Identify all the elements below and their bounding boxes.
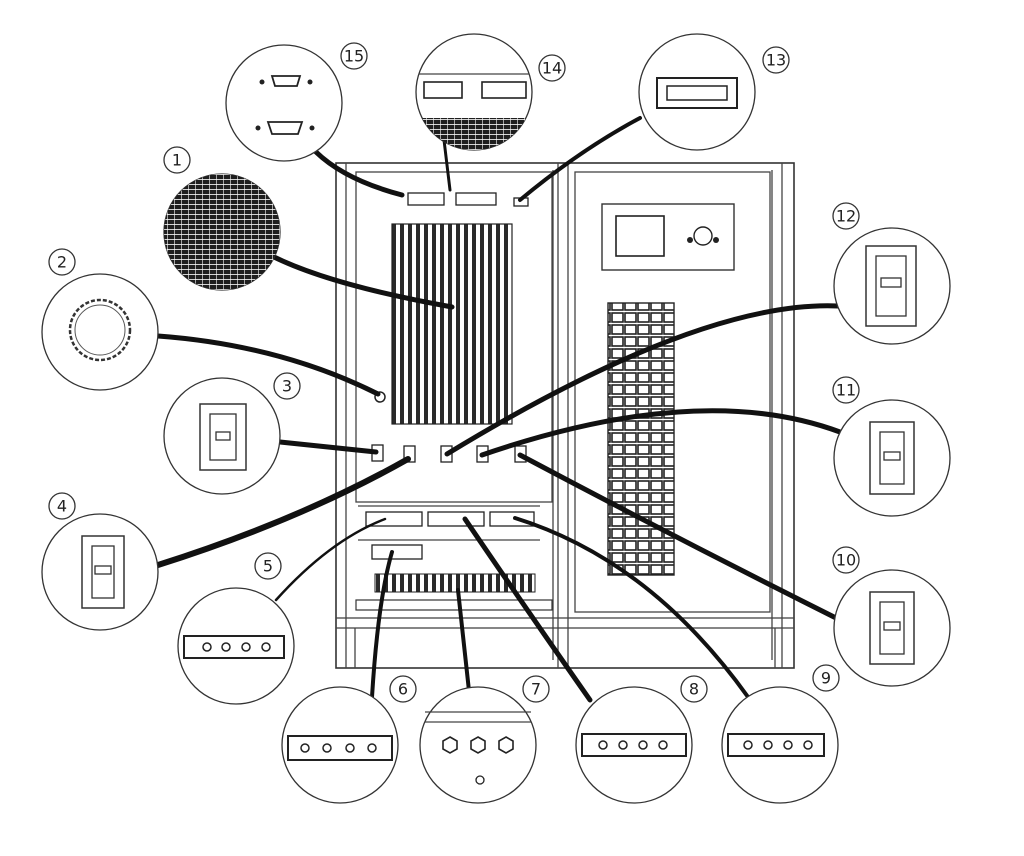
detail-circle-14 bbox=[415, 33, 533, 151]
badge-10: 10 bbox=[832, 546, 860, 574]
leader-lines bbox=[155, 116, 843, 703]
badge-15: 15 bbox=[340, 42, 368, 70]
callout-number-15: 15 bbox=[344, 47, 364, 66]
detail-circle-12 bbox=[833, 227, 951, 345]
top-connector-left bbox=[407, 192, 445, 206]
detail-circle-15 bbox=[225, 44, 343, 162]
callout-number-1: 1 bbox=[172, 151, 182, 170]
detail-circle-6 bbox=[281, 686, 399, 804]
detail-circle-2 bbox=[41, 273, 159, 391]
detail-circle-1 bbox=[163, 173, 281, 291]
detail-circle-10 bbox=[833, 569, 951, 687]
badge-8: 8 bbox=[680, 675, 708, 703]
ventilation-grille bbox=[391, 223, 513, 425]
callout-number-12: 12 bbox=[836, 207, 856, 226]
badge-12: 12 bbox=[832, 202, 860, 230]
top-connector-right bbox=[455, 192, 497, 206]
callout-number-6: 6 bbox=[398, 680, 408, 699]
callout-number-7: 7 bbox=[531, 680, 541, 699]
badge-7: 7 bbox=[522, 675, 550, 703]
detail-circle-5 bbox=[177, 587, 295, 705]
badge-5: 5 bbox=[254, 552, 282, 580]
badge-9: 9 bbox=[812, 664, 840, 692]
right-grille bbox=[607, 302, 675, 576]
badge-14: 14 bbox=[538, 54, 566, 82]
detail-circle-9 bbox=[721, 686, 839, 804]
callout-number-14: 14 bbox=[542, 59, 562, 78]
detail-circle-7 bbox=[419, 686, 537, 804]
callout-number-13: 13 bbox=[766, 51, 786, 70]
callout-number-5: 5 bbox=[263, 557, 273, 576]
badge-3: 3 bbox=[273, 372, 301, 400]
detail-circle-3 bbox=[163, 377, 281, 495]
callout-number-2: 2 bbox=[57, 253, 67, 272]
callout-number-3: 3 bbox=[282, 377, 292, 396]
badge-2: 2 bbox=[48, 248, 76, 276]
badge-13: 13 bbox=[762, 46, 790, 74]
badge-6: 6 bbox=[389, 675, 417, 703]
detail-circle-13 bbox=[638, 33, 756, 151]
number-badges: 1 2 3 4 5 6 7 8 9 10 11 12 13 14 15 bbox=[48, 42, 860, 703]
detail-circle-11 bbox=[833, 399, 951, 517]
control-panel bbox=[601, 203, 735, 271]
callout-number-8: 8 bbox=[689, 680, 699, 699]
detail-circle-8 bbox=[575, 686, 693, 804]
callout-number-9: 9 bbox=[821, 669, 831, 688]
callout-number-10: 10 bbox=[836, 551, 856, 570]
badge-1: 1 bbox=[163, 146, 191, 174]
badge-4: 4 bbox=[48, 492, 76, 520]
detail-circle-4 bbox=[41, 513, 159, 631]
callout-number-11: 11 bbox=[836, 381, 856, 400]
callout-number-4: 4 bbox=[57, 497, 67, 516]
badge-11: 11 bbox=[832, 376, 860, 404]
terminal-blocks bbox=[355, 505, 553, 611]
